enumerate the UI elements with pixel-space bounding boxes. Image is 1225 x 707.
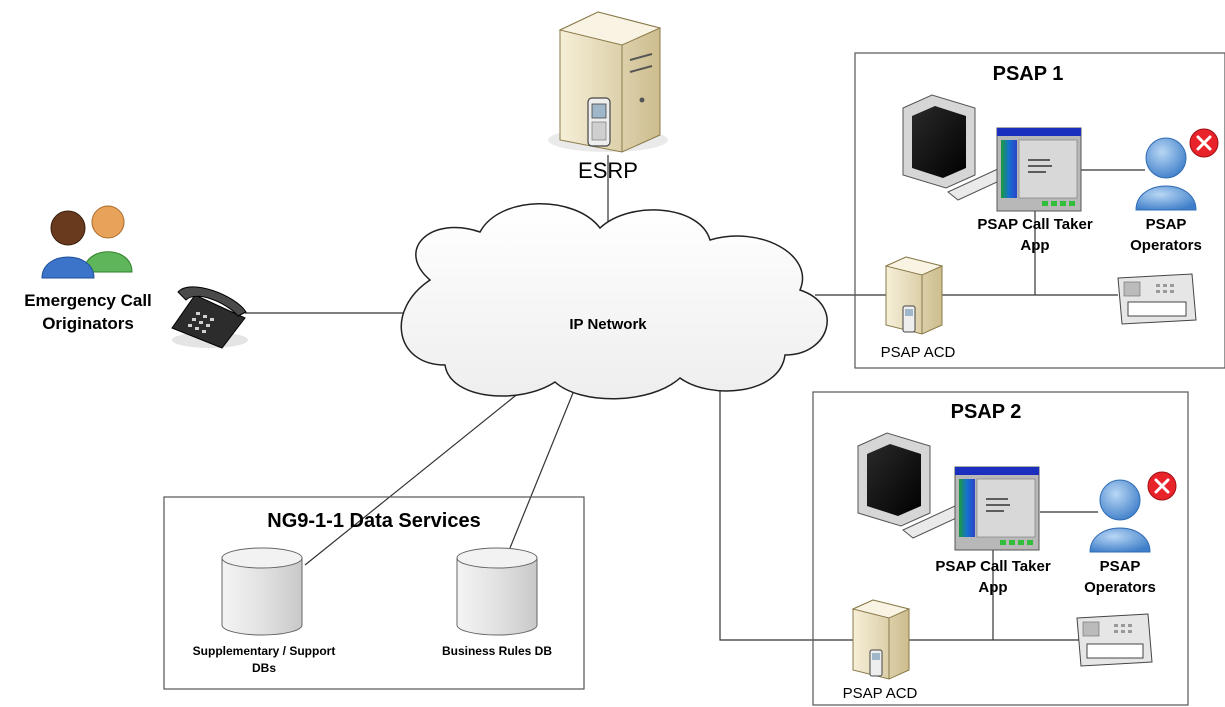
esrp-server: ESRP <box>548 11 668 183</box>
emergency-call-originators: Emergency Call Originators <box>24 205 248 349</box>
computer-icon <box>902 94 1011 201</box>
originators-label-line2: Originators <box>42 314 134 333</box>
originators-label-line1: Emergency Call <box>24 291 152 310</box>
psap-2-app-label-line2: App <box>978 579 1007 596</box>
psap-2-title: PSAP 2 <box>951 401 1022 423</box>
psap-1-operators-label-line2: Operators <box>1130 237 1202 254</box>
operator-icon <box>1135 137 1197 211</box>
psap-1-title: PSAP 1 <box>993 63 1064 85</box>
psap-2-app-label-line1: PSAP Call Taker <box>935 558 1050 575</box>
psap-1-app-label-line1: PSAP Call Taker <box>977 216 1092 233</box>
psap-2-acd-label: PSAP ACD <box>843 685 918 702</box>
error-status-icon <box>1147 471 1177 501</box>
users-icon <box>41 205 133 279</box>
call-taker-app-icon <box>996 127 1082 212</box>
psap-1-app-label-line2: App <box>1020 237 1049 254</box>
supplementary-db-label-line1: Supplementary / Support <box>193 644 336 658</box>
psap-1-operators-label-line1: PSAP <box>1146 216 1187 233</box>
psap-2-box: PSAP 2 PSAP Call Taker App <box>812 391 1189 706</box>
psap-2-operators-label-line1: PSAP <box>1100 558 1141 575</box>
telephone-icon <box>171 286 248 349</box>
acd-server-icon <box>851 599 911 680</box>
data-services-box: NG9-1-1 Data Services Supplementary / Su… <box>163 496 585 690</box>
error-status-icon <box>1189 128 1219 158</box>
psap-2-operators-label-line2: Operators <box>1084 579 1156 596</box>
ip-network-cloud: IP Network <box>400 203 828 400</box>
fax-console-icon <box>1076 613 1153 667</box>
data-services-title: NG9-1-1 Data Services <box>267 510 480 532</box>
connection-lines <box>245 155 1145 641</box>
esrp-label: ESRP <box>578 158 638 183</box>
phone-icon <box>587 97 611 147</box>
operator-icon <box>1089 479 1151 553</box>
business-rules-db-icon <box>456 547 538 636</box>
acd-server-icon <box>884 256 944 335</box>
ip-network-label: IP Network <box>569 316 647 333</box>
psap-1-acd-label: PSAP ACD <box>881 344 956 361</box>
supplementary-db-icon <box>221 547 303 636</box>
call-taker-app-icon <box>954 466 1040 551</box>
psap-1-box: PSAP 1 PSAP Call Taker App <box>854 52 1225 369</box>
supplementary-db-label-line2: DBs <box>252 661 276 675</box>
computer-icon <box>857 432 966 539</box>
fax-console-icon <box>1117 273 1197 325</box>
business-rules-db-label: Business Rules DB <box>442 644 552 658</box>
